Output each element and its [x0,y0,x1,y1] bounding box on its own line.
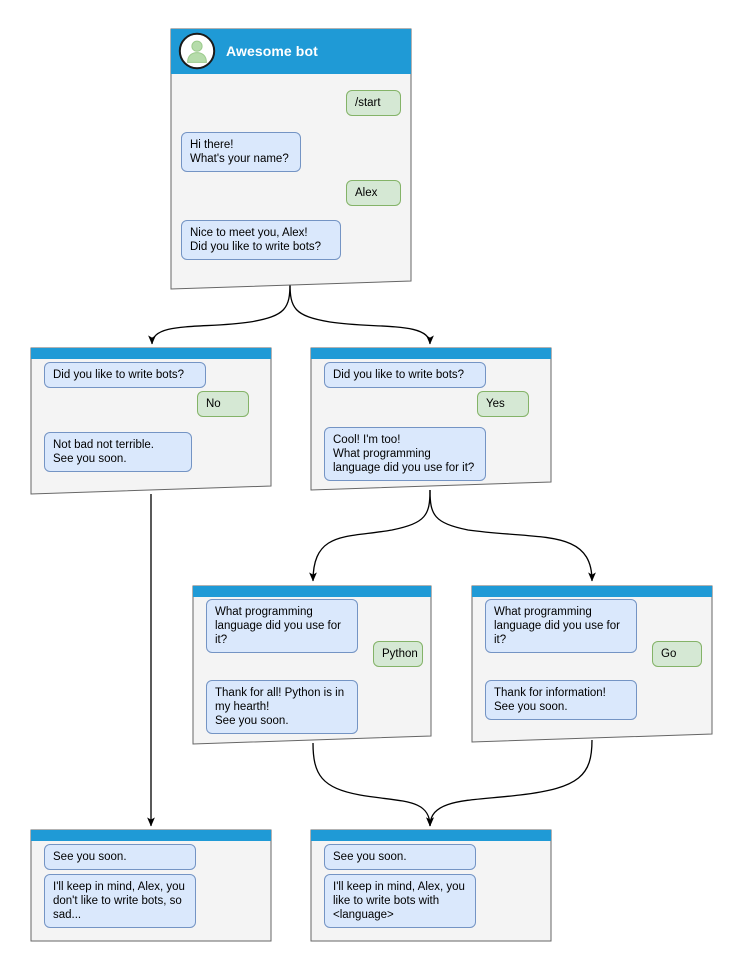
message-bubble-user: No [197,391,249,417]
person-avatar-icon [178,32,216,70]
message-bubble-bot: I'll keep in mind, Alex, you like to wri… [324,874,476,928]
card-title-bar [310,347,552,358]
card-title-bar [471,585,713,596]
message-bubble-bot: What programming language did you use fo… [485,599,637,653]
bot-name-label: Awesome bot [226,43,318,59]
message-bubble-bot: Did you like to write bots? [44,362,206,388]
message-bubble-user: Go [652,641,702,667]
message-bubble-bot: Did you like to write bots? [324,362,486,388]
card-yes-branch[interactable]: Did you like to write bots? Yes Cool! I'… [310,347,552,491]
edge-go-to-end-yes [426,739,593,827]
message-bubble-user: Alex [346,180,401,206]
message-bubble-bot: Hi there! What's your name? [181,132,301,172]
message-bubble-user: Python [373,641,423,667]
card-end-yes[interactable]: See you soon. I'll keep in mind, Alex, y… [310,829,552,942]
card-title-bar [30,829,272,840]
edge-yes-to-python [309,489,431,582]
message-bubble-user: Yes [477,391,529,417]
card-go-branch[interactable]: What programming language did you use fo… [471,585,713,743]
card-title-bar [30,347,272,358]
message-bubble-bot: See you soon. [44,844,196,870]
card-no-branch[interactable]: Did you like to write bots? No Not bad n… [30,347,272,495]
edge-yes-to-go [429,489,596,582]
card-title-bar [192,585,432,596]
card-root[interactable]: Awesome bot /start Hi there! What's your… [170,28,412,290]
message-bubble-bot: Not bad not terrible. See you soon. [44,432,192,472]
edge-root-to-yes [289,282,434,345]
edge-root-to-no [148,282,291,345]
card-end-no[interactable]: See you soon. I'll keep in mind, Alex, y… [30,829,272,942]
message-bubble-bot: Thank for all! Python is in my hearth! S… [206,680,358,734]
message-bubble-bot: See you soon. [324,844,476,870]
root-card-header: Awesome bot [170,28,412,74]
message-bubble-user: /start [346,90,401,116]
message-bubble-bot: Thank for information! See you soon. [485,680,637,720]
card-python-branch[interactable]: What programming language did you use fo… [192,585,432,745]
message-bubble-bot: Cool! I'm too! What programming language… [324,427,486,481]
message-bubble-bot: Nice to meet you, Alex! Did you like to … [181,220,341,260]
message-bubble-bot: What programming language did you use fo… [206,599,358,653]
message-bubble-bot: I'll keep in mind, Alex, you don't like … [44,874,196,928]
edge-python-to-end-yes [312,742,434,827]
card-title-bar [310,829,552,840]
